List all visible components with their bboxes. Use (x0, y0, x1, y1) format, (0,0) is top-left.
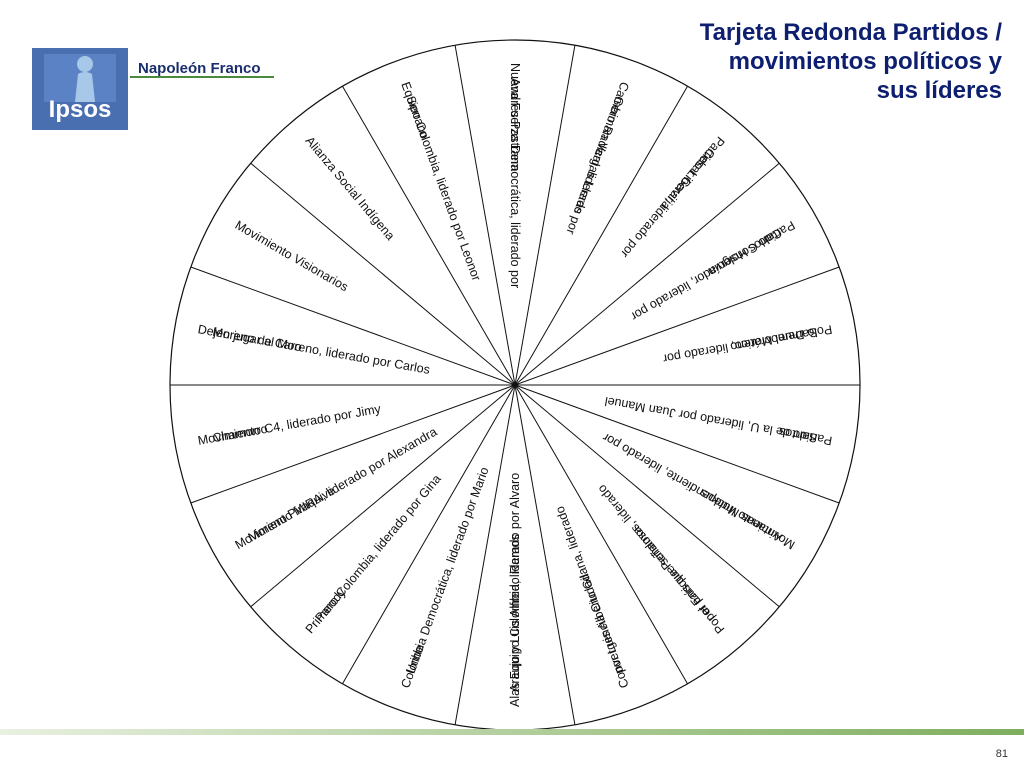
wheel-divider (342, 384, 516, 685)
page-title: Tarjeta Redonda Partidos / movimientos p… (642, 18, 1002, 105)
wheel-segment-label: Movimiento MIRA, liderado por AlexandraM… (233, 425, 440, 552)
wheel-label-line: Nueva Fuerza Democrática, liderado por (508, 63, 522, 288)
wheel-divider (514, 162, 780, 386)
wheel-segment-label: Movimiento Visionarios (233, 218, 351, 294)
wheel-divider (454, 384, 516, 725)
title-line: Tarjeta Redonda Partidos / (699, 19, 1002, 46)
footer-bar (0, 729, 1024, 735)
logo-figure-icon (75, 56, 95, 102)
wheel-segment-label: Dejen jugar al Moreno, liderado por Carl… (197, 322, 431, 377)
wheel-label-line: Santos (778, 425, 819, 446)
page-number: 81 (995, 748, 1008, 760)
wheel-divider (342, 85, 516, 386)
wheel-segment-label: Movimiento Independiente, liderado porAn… (600, 430, 797, 552)
brand-underline (130, 76, 274, 78)
wheel-label-line: Alianza Social Indígena (303, 134, 398, 243)
wheel-divider (514, 45, 576, 386)
wheel-label-line: Chamorro (211, 422, 268, 445)
wheel-label-line: Uribe (403, 643, 426, 676)
wheel-segment-label: Nueva Fuerza Democrática, liderado porAn… (508, 63, 522, 288)
wheel-label-line: Moreno de Caro (211, 325, 302, 354)
wheel-divider (190, 266, 516, 386)
wheel-label-line: Antanas Mockus (697, 486, 784, 544)
wheel-label-line: por Enrique Peñalosa (630, 524, 718, 625)
wheel-label-line: Carlos Holguín (706, 225, 785, 278)
wheel-label-line: Andres Pastrana (508, 78, 522, 171)
wheel-segment-label: Partido de la U, liderado por Juan Manue… (604, 394, 834, 448)
wheel-label-line: German Vargas Lleras (571, 94, 627, 216)
wheel-divider (514, 266, 840, 386)
wheel-divider (250, 162, 516, 386)
wheel-label-line: por Luis Alberto Gil (577, 572, 626, 676)
wheel-label-line: Parody (312, 585, 349, 625)
wheel-divider (190, 384, 516, 504)
title-line: movimientos políticos y (728, 48, 1002, 75)
wheel-divider (454, 45, 516, 386)
wheel-divider (514, 384, 840, 504)
wheel-divider (514, 384, 576, 725)
wheel-divider (514, 384, 780, 608)
wheel-label-line: Movimiento Visionarios (233, 218, 351, 294)
wheel-label-line: Cesar Gaviria (658, 145, 718, 213)
logo-text: Ipsos (48, 96, 112, 123)
wheel-divider (514, 85, 688, 386)
wheel-label-line: Araujo y Luis Alfredo Ramos (508, 534, 522, 692)
wheel-label-line: Serrano (403, 94, 431, 141)
wheel-segment-label: Partido Conservador, liderado porCarlos … (629, 218, 798, 324)
brand-name: Napoleón Franco (138, 60, 261, 77)
wheel-label-line: Samuel Moreno (729, 325, 818, 354)
ipsos-logo: Ipsos (32, 48, 128, 130)
wheel-segment-label: Alianza Social Indígena (303, 134, 398, 243)
wheel-segment-label: Alas Equipo Colombia, liderado por Alvar… (508, 473, 522, 707)
wheel-segment-label: Equipo Colombia, liderado por LeonorSerr… (398, 80, 483, 283)
wheel-divider (514, 384, 688, 685)
wheel-label-line: Alas Equipo Colombia, liderado por Alvar… (508, 473, 522, 707)
wheel-divider (250, 384, 516, 608)
wheel-label-line: Moreno Piraquive (246, 483, 338, 544)
title-line: sus líderes (876, 77, 1002, 104)
